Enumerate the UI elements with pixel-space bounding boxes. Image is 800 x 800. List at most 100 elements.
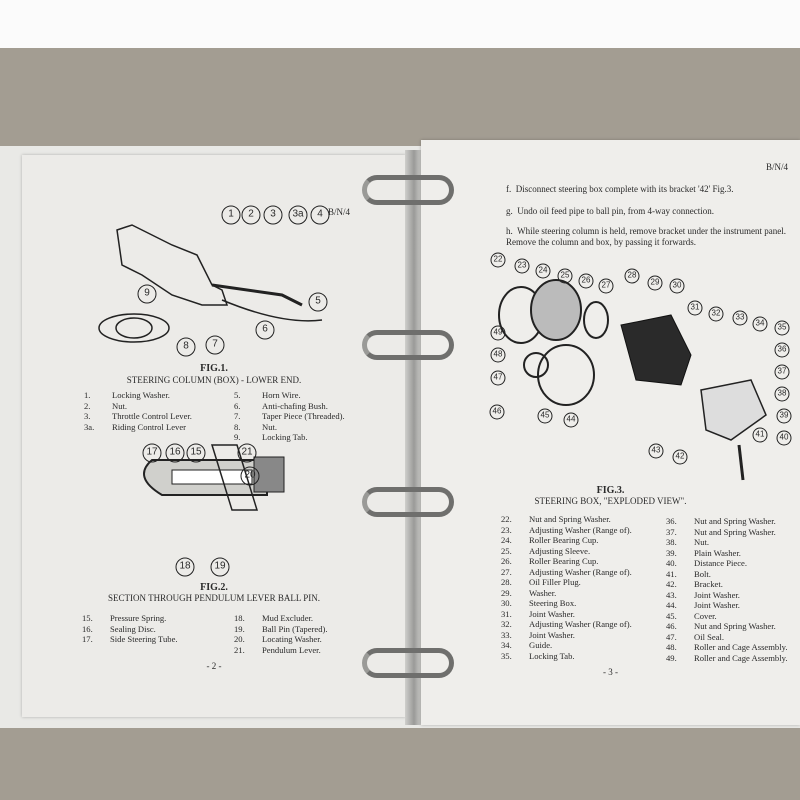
item-number: 22. bbox=[501, 514, 512, 524]
item-number: 29. bbox=[501, 587, 512, 598]
legend-item: 42.Bracket. bbox=[666, 579, 787, 590]
item-number: 31. bbox=[501, 608, 512, 619]
legend-item: 23.Adjusting Washer (Range of). bbox=[501, 525, 632, 536]
item-number: 7. bbox=[234, 411, 241, 421]
item-number: 9. bbox=[234, 432, 241, 442]
item-text: Joint Washer. bbox=[529, 629, 575, 640]
legend-item: 2.Nut. bbox=[84, 401, 192, 412]
item-text: Sealing Disc. bbox=[110, 623, 156, 634]
item-number: 37. bbox=[666, 526, 677, 537]
callout-label: 1 bbox=[221, 205, 241, 225]
legend-item: 15. Pressure Spring. bbox=[82, 613, 178, 624]
legend-item: 1. Locking Washer. bbox=[84, 390, 192, 401]
page-number: - 3 - bbox=[603, 667, 618, 677]
item-number: 24. bbox=[501, 535, 512, 545]
callout-label: 16 bbox=[165, 443, 185, 463]
item-text: Locking Tab. bbox=[529, 650, 575, 661]
binder-ring bbox=[362, 175, 454, 205]
item-number: 34. bbox=[501, 640, 512, 650]
item-text: Nut. bbox=[112, 400, 128, 411]
callout-label: 26 bbox=[578, 273, 594, 289]
callout-label: 28 bbox=[624, 268, 640, 284]
item-text: Taper Piece (Threaded). bbox=[262, 411, 345, 421]
fig3-legend-left: 22.Nut and Spring Washer.23.Adjusting Wa… bbox=[501, 514, 632, 661]
item-text: Adjusting Washer (Range of). bbox=[529, 619, 632, 629]
callout-label: 43 bbox=[648, 443, 664, 459]
fig2-subtitle: SECTION THROUGH PENDULUM LEVER BALL PIN. bbox=[108, 593, 320, 603]
item-text: Horn Wire. bbox=[262, 390, 301, 400]
callout-label: 42 bbox=[672, 449, 688, 465]
item-number: 3a. bbox=[84, 421, 95, 432]
legend-item: 22. Nut and Spring Washer. bbox=[501, 514, 632, 525]
legend-item: 35. Locking Tab. bbox=[501, 651, 632, 662]
item-number: 45. bbox=[666, 610, 677, 621]
callout-label: 3a bbox=[288, 205, 308, 225]
item-number: 38. bbox=[666, 537, 677, 547]
item-text: Adjusting Washer (Range of). bbox=[529, 566, 632, 577]
fig2-legend-left: 15. Pressure Spring.16.Sealing Disc.17.Si… bbox=[82, 613, 178, 645]
item-text: Ball Pin (Tapered). bbox=[262, 623, 328, 634]
item-text: Locking Washer. bbox=[112, 390, 170, 400]
item-text: Cover. bbox=[694, 610, 717, 621]
page-code: B/N/4 bbox=[328, 207, 351, 217]
item-text: Joint Washer. bbox=[529, 608, 575, 619]
item-number: 49. bbox=[666, 652, 677, 663]
legend-item: 43.Joint Washer. bbox=[666, 590, 787, 601]
legend-item: 39. Plain Washer. bbox=[666, 548, 787, 559]
binder-ring bbox=[362, 487, 454, 517]
fig1-subtitle: STEERING COLUMN (BOX) - LOWER END. bbox=[126, 375, 302, 385]
item-number: 8. bbox=[234, 421, 241, 432]
item-text: Plain Washer. bbox=[694, 547, 741, 558]
fig1-diagram bbox=[98, 224, 323, 511]
item-number: 18. bbox=[234, 613, 245, 623]
item-text: Throttle Control Lever. bbox=[112, 411, 192, 421]
item-number: 23. bbox=[501, 524, 512, 535]
item-text: Distance Piece. bbox=[694, 558, 747, 568]
callout-label: 39 bbox=[776, 408, 792, 424]
legend-item: 16.Sealing Disc. bbox=[82, 624, 178, 635]
callout-label: 5 bbox=[308, 292, 328, 312]
item-number: 35. bbox=[501, 650, 512, 661]
legend-item: 38. Nut. bbox=[666, 537, 787, 548]
item-text: Joint Washer. bbox=[694, 600, 740, 610]
legend-item: 20.Locating Washer. bbox=[234, 634, 328, 645]
item-number: 3. bbox=[84, 411, 91, 421]
item-text: Nut. bbox=[694, 537, 710, 547]
fig2-title: FIG.2. bbox=[200, 582, 228, 593]
fig3-subtitle: STEERING BOX, "EXPLODED VIEW". bbox=[534, 496, 687, 506]
legend-item: 17.Side Steering Tube. bbox=[82, 634, 178, 645]
item-number: 20. bbox=[234, 634, 245, 644]
callout-label: 30 bbox=[669, 278, 685, 294]
legend-item: 33.Joint Washer. bbox=[501, 630, 632, 641]
item-number: 32. bbox=[501, 619, 512, 629]
item-number: 19. bbox=[234, 623, 245, 634]
legend-item: 8.Nut. bbox=[234, 422, 345, 433]
item-number: 15. bbox=[82, 613, 93, 623]
page-number: - 2 - bbox=[206, 661, 222, 671]
item-number: 25. bbox=[501, 545, 512, 556]
item-number: 47. bbox=[666, 631, 677, 642]
item-text: Roller Bearing Cup. bbox=[529, 535, 599, 545]
callout-label: 7 bbox=[205, 335, 225, 355]
item-text: Nut and Spring Washer. bbox=[694, 621, 776, 631]
item-number: 40. bbox=[666, 558, 677, 568]
legend-item: 9.Locking Tab. bbox=[234, 432, 345, 443]
callout-label: 24 bbox=[535, 263, 551, 279]
item-text: Nut and Spring Washer. bbox=[529, 514, 611, 524]
binder-ring bbox=[362, 648, 454, 678]
callout-label: 38 bbox=[774, 386, 790, 402]
callout-label: 46 bbox=[489, 404, 505, 420]
legend-item: 46.Nut and Spring Washer. bbox=[666, 621, 787, 632]
item-number: 28. bbox=[501, 577, 512, 587]
legend-item: 28.Oil Filler Plug. bbox=[501, 577, 632, 588]
callout-label: 6 bbox=[255, 320, 275, 340]
binder-ring bbox=[362, 330, 454, 360]
item-text: Pressure Spring. bbox=[110, 613, 167, 623]
item-number: 39. bbox=[666, 547, 677, 558]
step-g: g. Undo oil feed pipe to ball pin, from … bbox=[506, 206, 714, 216]
legend-item: 41.Bolt. bbox=[666, 569, 787, 580]
legend-item: 34.Guide. bbox=[501, 640, 632, 651]
callout-label: 18 bbox=[175, 557, 195, 577]
legend-item: 36.Nut and Spring Washer. bbox=[666, 516, 787, 527]
item-number: 1. bbox=[84, 390, 91, 400]
